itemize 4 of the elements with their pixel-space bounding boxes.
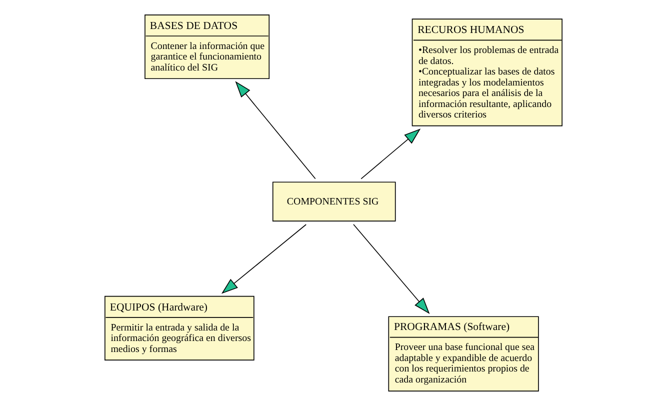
arrow [234, 81, 316, 180]
arrow [360, 128, 420, 180]
arrow [220, 224, 306, 294]
arrow [352, 224, 430, 314]
